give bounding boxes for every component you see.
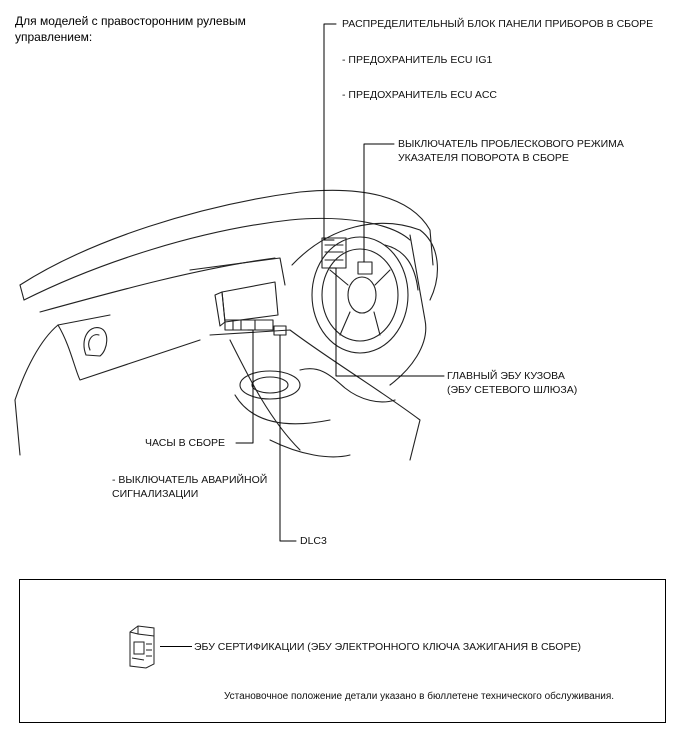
leader-main-body-ecu	[329, 267, 445, 377]
label-main-body-ecu-1: ГЛАВНЫЙ ЭБУ КУЗОВА	[447, 370, 565, 382]
dashboard-illustration	[14, 23, 445, 542]
label-hazard-switch-1: - ВЫКЛЮЧАТЕЛЬ АВАРИЙНОЙ	[112, 474, 268, 486]
page-heading: Для моделей с правосторонним рулевым упр…	[15, 14, 246, 44]
turn-signal-switch	[357, 261, 373, 275]
label-fuse-acc: - ПРЕДОХРАНИТЕЛЬ ECU ACC	[342, 89, 498, 101]
dashboard-outline	[19, 189, 434, 286]
certification-ecu-icon	[129, 625, 155, 669]
shift-boot	[239, 370, 301, 400]
leader-clock	[235, 329, 254, 444]
label-certification-ecu: ЭБУ СЕРТИФИКАЦИИ (ЭБУ ЭЛЕКТРОННОГО КЛЮЧА…	[194, 641, 581, 653]
label-turn-signal-switch-1: ВЫКЛЮЧАТЕЛЬ ПРОБЛЕСКОВОГО РЕЖИМА	[398, 138, 624, 150]
center-display	[221, 281, 279, 323]
leader-certification-ecu	[160, 646, 192, 647]
certification-ecu-box: ЭБУ СЕРТИФИКАЦИИ (ЭБУ ЭЛЕКТРОННОГО КЛЮЧА…	[19, 579, 666, 723]
label-main-body-ecu-2: (ЭБУ СЕТЕВОГО ШЛЮЗА)	[447, 384, 578, 396]
left-air-vent	[83, 327, 108, 357]
service-note: Установочное положение детали указано в …	[224, 691, 615, 702]
label-clock: ЧАСЫ В СБОРЕ	[145, 437, 226, 449]
label-turn-signal-switch-2: УКАЗАТЕЛЯ ПОВОРОТА В СБОРЕ	[398, 152, 569, 164]
center-console	[209, 329, 421, 461]
leader-instrument-panel-jb	[323, 23, 337, 241]
instrument-panel-jb	[321, 237, 347, 269]
label-hazard-switch-2: СИГНАЛИЗАЦИИ	[112, 488, 199, 500]
label-fuse-ig1: - ПРЕДОХРАНИТЕЛЬ ECU IG1	[342, 54, 493, 66]
leader-dlc3	[279, 334, 297, 542]
leader-turn-signal-switch	[363, 143, 395, 263]
label-dlc3: DLC3	[300, 535, 327, 547]
steering-wheel	[311, 236, 409, 354]
label-instrument-panel-jb: РАСПРЕДЕЛИТЕЛЬНЫЙ БЛОК ПАНЕЛИ ПРИБОРОВ В…	[342, 18, 654, 30]
